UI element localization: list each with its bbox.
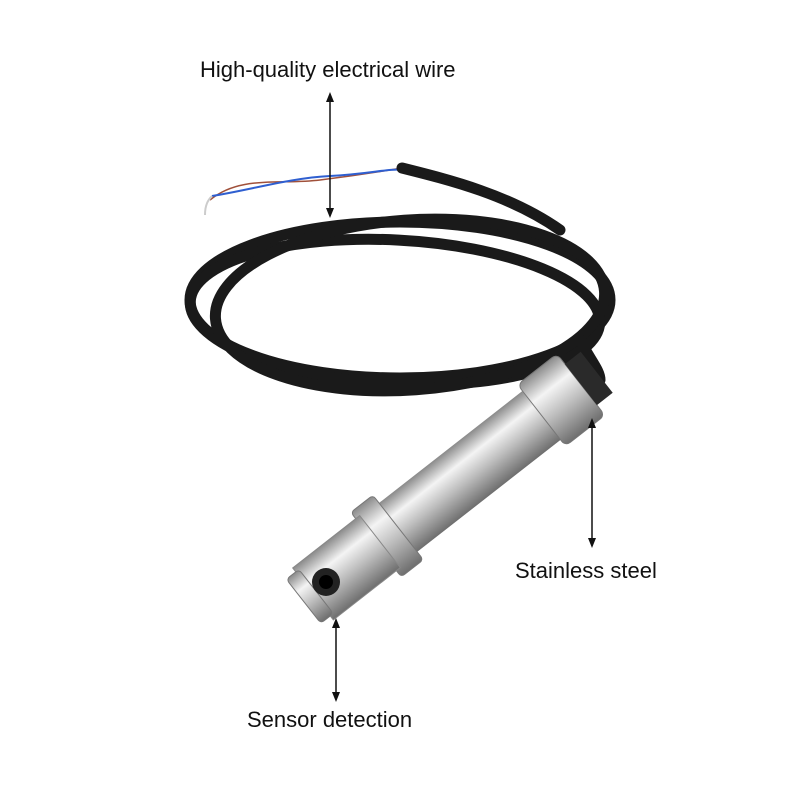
label-sensor-detection: Sensor detection [247, 707, 413, 732]
callout-arrows [326, 92, 596, 702]
wire-leads [204, 167, 403, 216]
black-cable [184, 162, 616, 397]
label-electrical-wire: High-quality electrical wire [200, 57, 456, 82]
label-stainless-steel: Stainless steel [515, 558, 657, 583]
